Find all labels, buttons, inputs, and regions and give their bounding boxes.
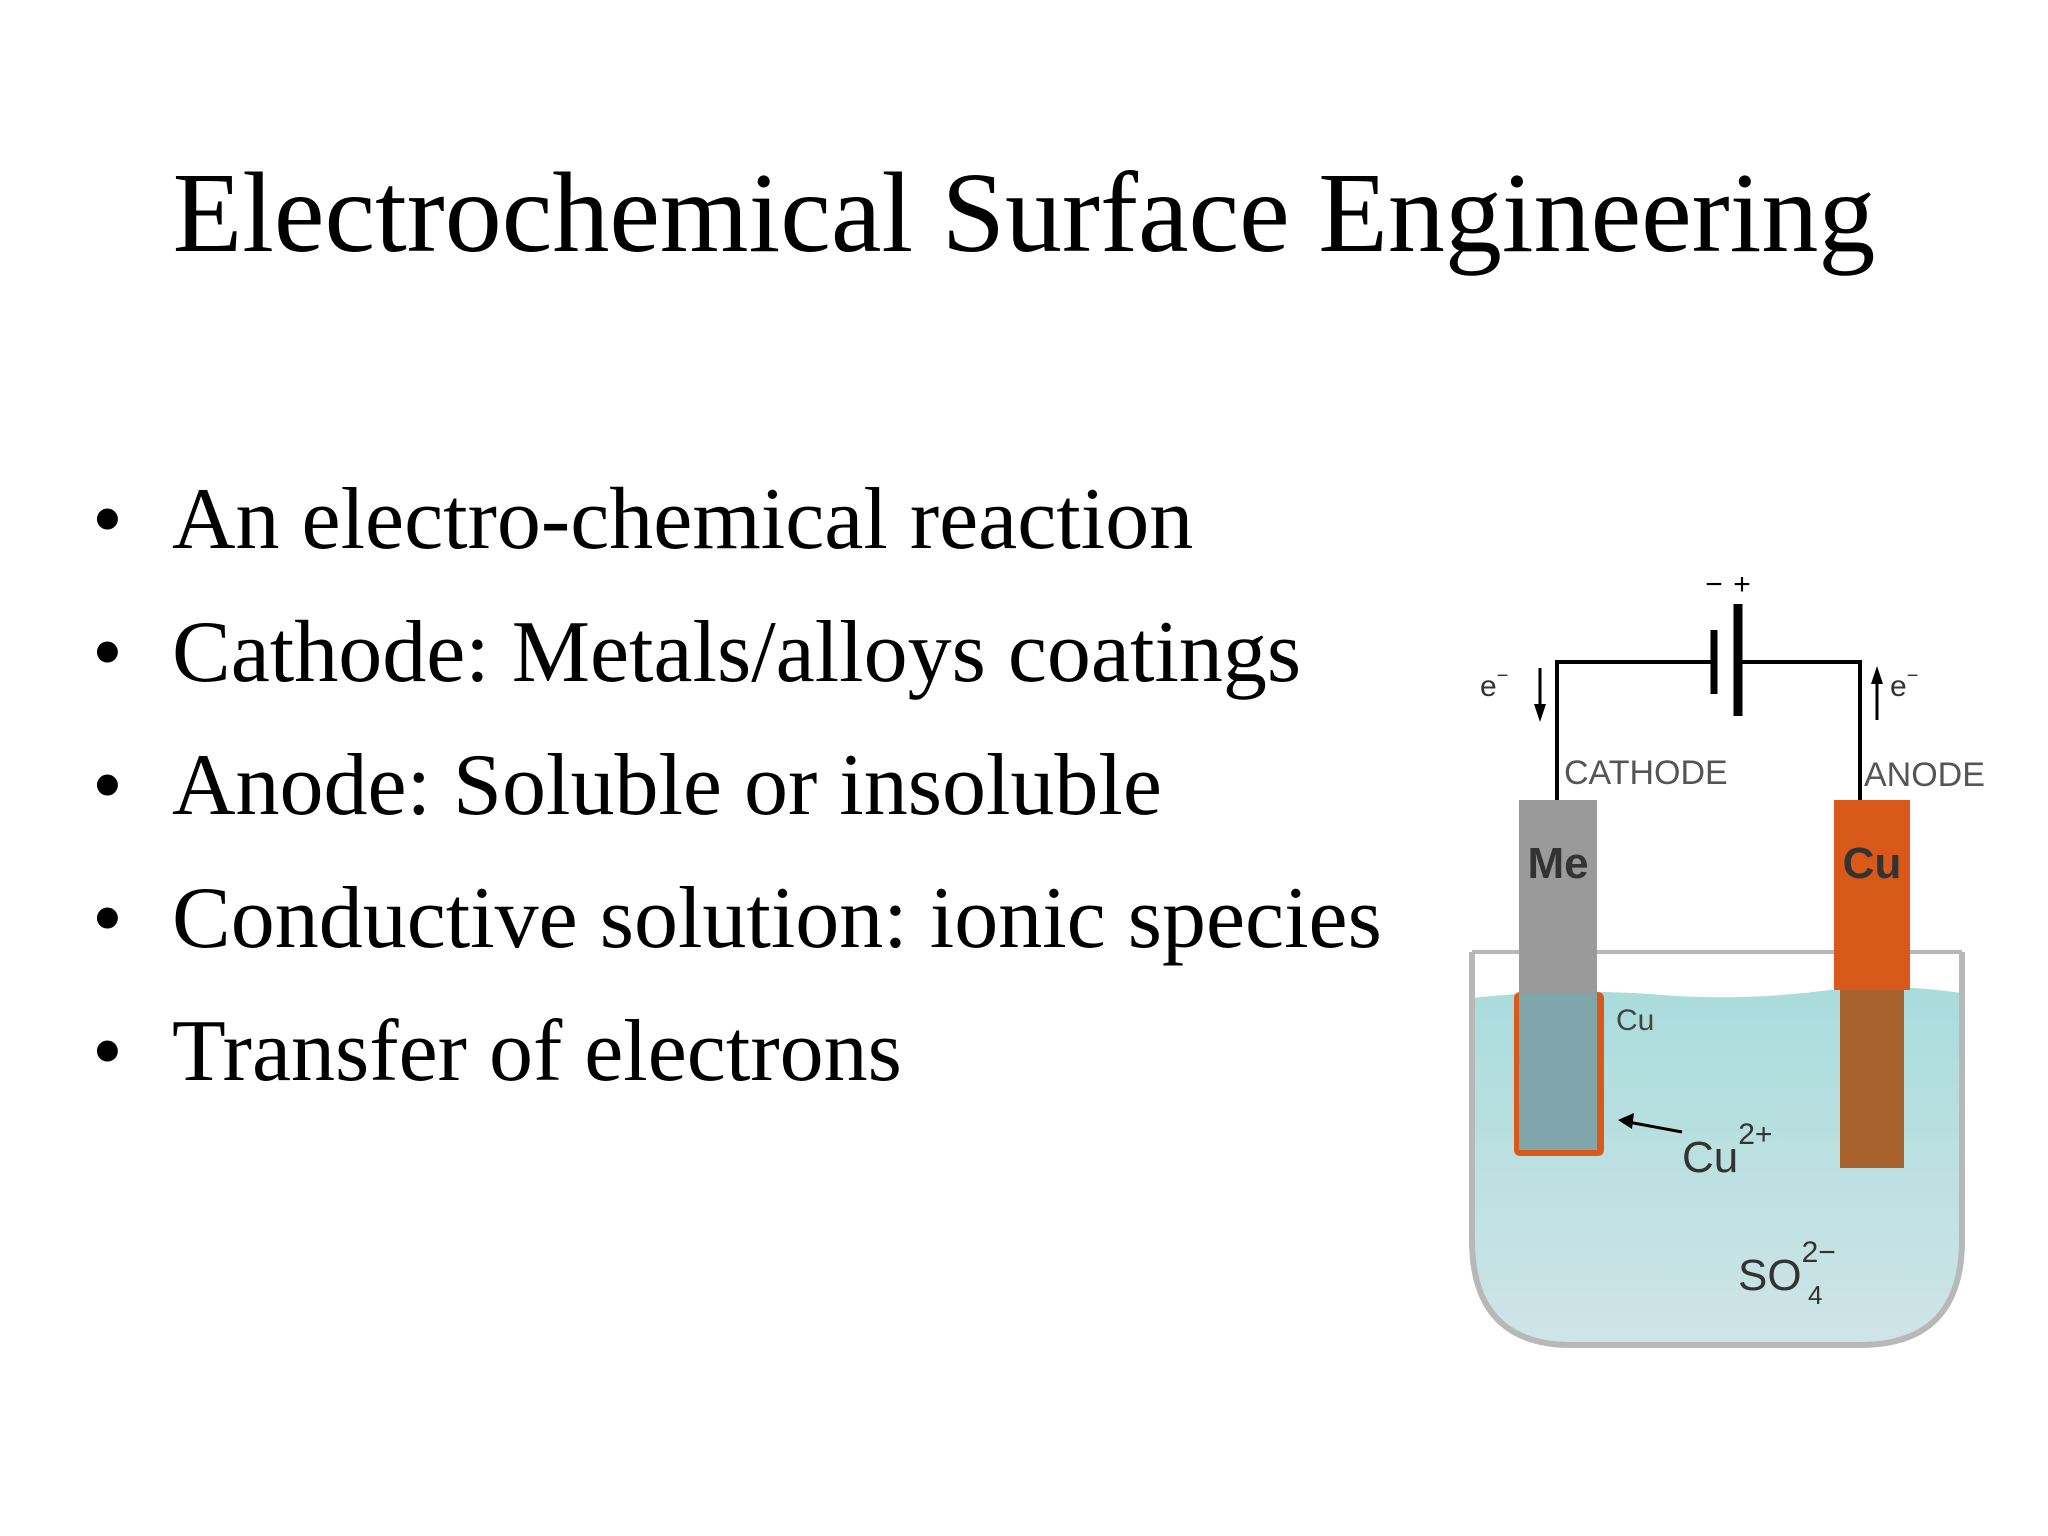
anode-label: ANODE: [1864, 756, 1985, 794]
ion-migration-arrow-head: [1618, 1113, 1634, 1129]
bullet-text: Transfer of electrons: [172, 1003, 902, 1100]
electron-arrow-up-head: [1871, 666, 1883, 684]
anode-wire: [1742, 660, 1862, 800]
electron-arrow-down-head: [1534, 704, 1546, 722]
cation-label: Cu2+: [1682, 1118, 1772, 1182]
bullet-marker: •: [92, 604, 123, 701]
electron-label-left: e−: [1480, 665, 1508, 703]
ion-migration-arrow: [1627, 1120, 1683, 1134]
anion-subscript: 4: [1808, 1280, 1822, 1310]
anode-electrode: [1834, 800, 1910, 990]
cathode-wire: [1555, 660, 1712, 800]
bullet-text: Conductive solution: ionic species: [172, 870, 1382, 967]
bullet-text: Anode: Soluble or insoluble: [172, 737, 1162, 834]
bullet-marker: •: [92, 1003, 123, 1100]
deposit-label: Cu: [1616, 1004, 1654, 1037]
bullet-text: Cathode: Metals/alloys coatings: [172, 604, 1302, 701]
bullet-text: An electro-chemical reaction: [172, 471, 1194, 568]
anode-metal-label: Cu: [1843, 839, 1902, 888]
battery-minus-sign: −: [1705, 568, 1723, 601]
bullet-marker: •: [92, 737, 123, 834]
battery-plus-sign: +: [1733, 568, 1751, 601]
cathode-submerged-part: [1519, 994, 1597, 1150]
anode-submerged-part: [1840, 990, 1904, 1168]
cathode-label: CATHODE: [1564, 754, 1728, 792]
bullet-marker: •: [92, 471, 123, 568]
beaker: [1469, 952, 1965, 1348]
slide-title: Electrochemical Surface Engineering: [172, 149, 1876, 276]
anion-label: SO2−: [1738, 1236, 1836, 1300]
bullet-marker: •: [92, 870, 123, 967]
electroplating-cell-diagram: − + e− e− CATHODE ANODE Me Cu Cu Cu2+ SO…: [1469, 568, 1985, 1348]
cathode-metal-label: Me: [1527, 839, 1588, 888]
electron-label-right: e−: [1890, 665, 1918, 703]
